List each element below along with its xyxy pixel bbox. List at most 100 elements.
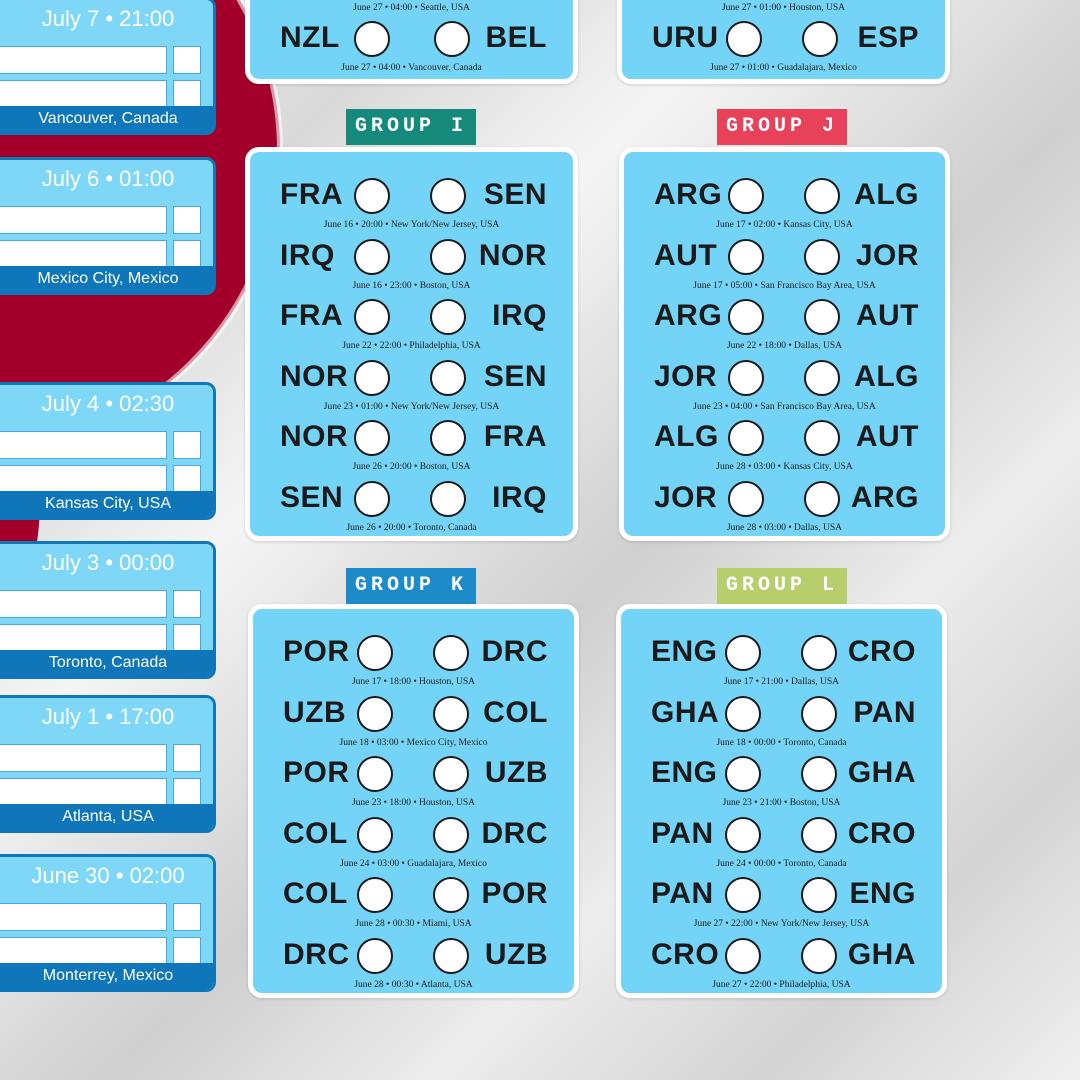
- bracket-team-slot[interactable]: [0, 206, 167, 234]
- away-score-circle[interactable]: [433, 938, 469, 974]
- bracket-score-slot[interactable]: [173, 903, 201, 931]
- home-team: NOR: [280, 420, 349, 454]
- away-score-circle[interactable]: [433, 756, 469, 793]
- away-score-circle[interactable]: [430, 481, 466, 517]
- away-score-circle[interactable]: [804, 359, 840, 396]
- away-score-circle[interactable]: [430, 238, 466, 275]
- home-score-circle[interactable]: [354, 178, 390, 214]
- away-score-circle[interactable]: [802, 21, 838, 57]
- home-score-circle[interactable]: [725, 816, 761, 853]
- bracket-date: June 30 • 02:00: [0, 857, 213, 895]
- home-score-circle[interactable]: [357, 756, 393, 793]
- bracket-score-slot[interactable]: [173, 465, 201, 493]
- bracket-score-slot[interactable]: [173, 80, 201, 108]
- bracket-team-slot[interactable]: [0, 46, 167, 74]
- home-score-circle[interactable]: [354, 359, 390, 396]
- away-score-circle[interactable]: [433, 635, 469, 671]
- home-team: CRO: [651, 938, 720, 971]
- away-score-circle[interactable]: [804, 420, 840, 457]
- home-score-circle[interactable]: [725, 635, 761, 671]
- home-score-circle[interactable]: [725, 695, 761, 732]
- bracket-score-slot[interactable]: [173, 46, 201, 74]
- match-info: June 18 • 00:00 • Toronto, Canada: [716, 737, 847, 748]
- home-score-circle[interactable]: [728, 359, 764, 396]
- bracket-team-slot[interactable]: [0, 590, 167, 618]
- away-score-circle[interactable]: [801, 816, 837, 853]
- away-team: GHA: [847, 756, 916, 790]
- home-score-circle[interactable]: [728, 178, 764, 214]
- home-score-circle[interactable]: [354, 481, 390, 517]
- home-score-circle[interactable]: [728, 481, 764, 517]
- match-info: June 23 • 01:00 • New York/New Jersey, U…: [323, 401, 500, 412]
- away-score-circle[interactable]: [430, 178, 466, 214]
- bracket-team-slot[interactable]: [0, 744, 167, 772]
- match-info: June 17 • 21:00 • Dallas, USA: [723, 677, 840, 687]
- bracket-team-slot[interactable]: [0, 778, 167, 806]
- bracket-score-slot[interactable]: [173, 431, 201, 459]
- home-score-circle[interactable]: [725, 877, 761, 914]
- bracket-team-slot[interactable]: [0, 240, 167, 268]
- home-score-circle[interactable]: [728, 420, 764, 457]
- home-score-circle[interactable]: [725, 756, 761, 793]
- away-score-circle[interactable]: [430, 420, 466, 457]
- home-score-circle[interactable]: [725, 938, 761, 974]
- match-info: June 17 • 02:00 • Kansas City, USA: [716, 220, 853, 230]
- match-info: June 22 • 22:00 • Philadelphia, USA: [342, 341, 481, 352]
- away-score-circle[interactable]: [804, 178, 840, 214]
- bracket-date: July 3 • 00:00: [0, 544, 213, 582]
- home-team: JOR: [654, 359, 718, 393]
- bracket-team-row: [0, 937, 207, 965]
- away-score-circle[interactable]: [430, 299, 466, 336]
- bracket-team-slot[interactable]: [0, 624, 167, 652]
- bracket-date: July 6 • 01:00: [0, 160, 213, 198]
- home-score-circle[interactable]: [726, 21, 762, 57]
- away-score-circle[interactable]: [433, 877, 469, 914]
- bracket-team-slot[interactable]: [0, 937, 167, 965]
- away-score-circle[interactable]: [801, 635, 837, 671]
- home-score-circle[interactable]: [728, 299, 764, 336]
- bracket-match-card: July 6 • 01:00 Mexico City, Mexico: [0, 157, 216, 295]
- home-score-circle[interactable]: [728, 238, 764, 275]
- away-score-circle[interactable]: [804, 481, 840, 517]
- bracket-score-slot[interactable]: [173, 206, 201, 234]
- away-score-circle[interactable]: [434, 21, 470, 57]
- home-score-circle[interactable]: [357, 635, 393, 671]
- away-score-circle[interactable]: [801, 877, 837, 914]
- home-score-circle[interactable]: [357, 938, 393, 974]
- away-score-circle[interactable]: [430, 359, 466, 396]
- bracket-date: July 1 • 17:00: [0, 698, 213, 736]
- home-score-circle[interactable]: [354, 21, 390, 57]
- bracket-score-slot[interactable]: [173, 624, 201, 652]
- bracket-team-slot[interactable]: [0, 80, 167, 108]
- bracket-team-slot[interactable]: [0, 431, 167, 459]
- bracket-score-slot[interactable]: [173, 744, 201, 772]
- bracket-score-slot[interactable]: [173, 590, 201, 618]
- home-score-circle[interactable]: [354, 238, 390, 275]
- bracket-team-slot[interactable]: [0, 465, 167, 493]
- away-score-circle[interactable]: [804, 238, 840, 275]
- home-score-circle[interactable]: [354, 299, 390, 336]
- bracket-team-row: [0, 80, 207, 108]
- group-k-label: GROUP K: [346, 568, 476, 604]
- away-score-circle[interactable]: [433, 816, 469, 853]
- bracket-score-slot[interactable]: [173, 937, 201, 965]
- home-team: COL: [283, 877, 348, 911]
- home-score-circle[interactable]: [357, 816, 393, 853]
- away-score-circle[interactable]: [804, 299, 840, 336]
- home-score-circle[interactable]: [354, 420, 390, 457]
- away-team: BEL: [485, 21, 547, 54]
- bracket-score-slot[interactable]: [173, 240, 201, 268]
- away-score-circle[interactable]: [801, 695, 837, 732]
- home-team: GHA: [651, 695, 720, 729]
- away-score-circle[interactable]: [801, 756, 837, 793]
- bracket-score-slot[interactable]: [173, 778, 201, 806]
- home-score-circle[interactable]: [357, 695, 393, 732]
- bracket-team-slot[interactable]: [0, 903, 167, 931]
- away-score-circle[interactable]: [433, 695, 469, 732]
- away-score-circle[interactable]: [801, 938, 837, 974]
- home-score-circle[interactable]: [357, 877, 393, 914]
